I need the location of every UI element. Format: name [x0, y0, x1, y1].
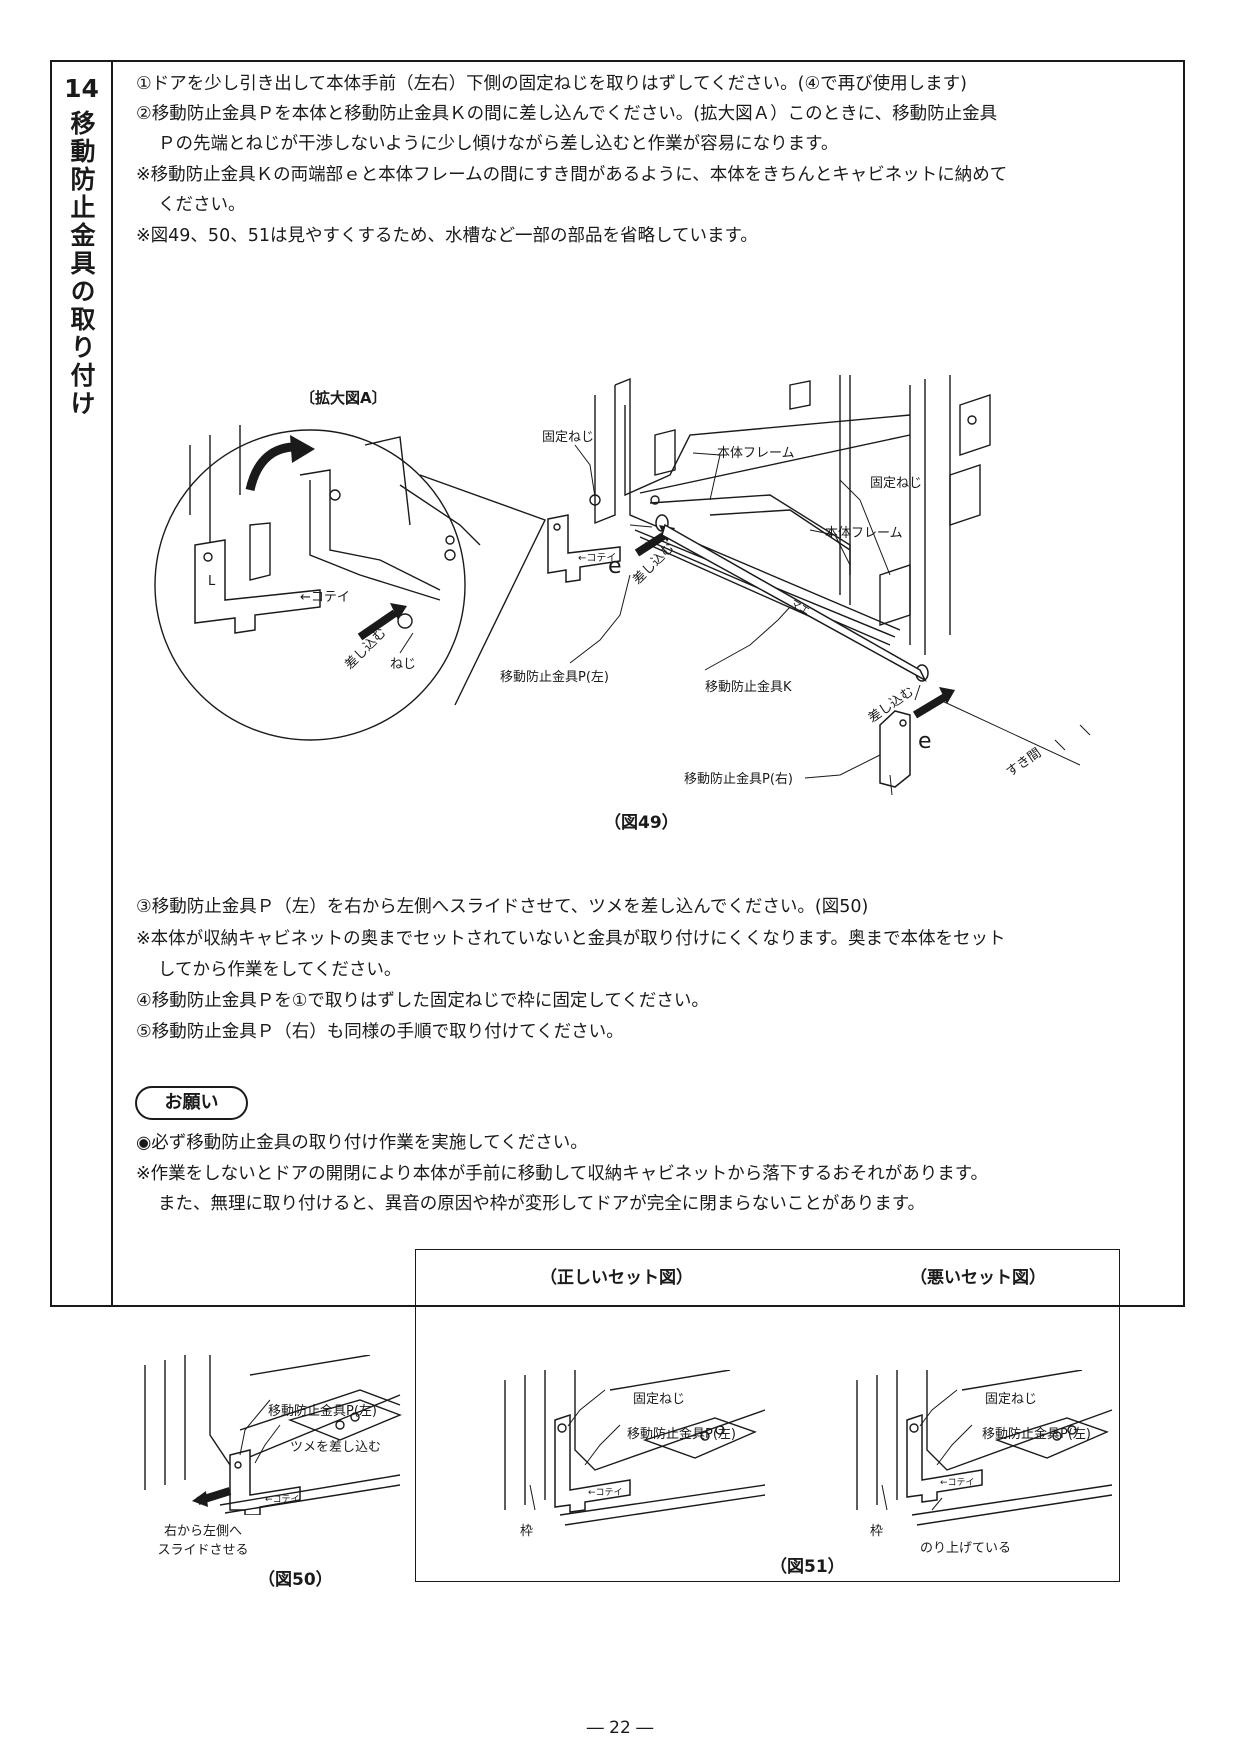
fig49-frame-label-1: 本体フレーム — [717, 446, 795, 461]
zoom-screw-label: ねじ — [390, 657, 416, 672]
fig51-good-part: 移動防止金具P(左) — [627, 1427, 736, 1442]
fig50-slide-label: 右から左側へ スライドさせる — [148, 1520, 258, 1558]
fig51-good-frame: 枠 — [520, 1524, 534, 1539]
zoom-kotei-label: ←コテイ — [300, 590, 350, 605]
intro-line-6: ※図49、50、51は見やすくするため、水槽など一部の部品を省略しています。 — [136, 226, 758, 246]
fig49-screw-label-1: 固定ねじ — [542, 430, 594, 445]
fig49-part-k: 移動防止金具K — [705, 679, 792, 695]
fig49-frame-label-2: 本体フレーム — [825, 526, 903, 541]
step-line-1: ③移動防止金具Ｐ（左）を右から左側へスライドさせて、ツメを差し込んでください。(… — [136, 897, 869, 917]
fig51-good-kotei: ←コテイ — [588, 1487, 623, 1498]
figure-51-good: ←コテイ — [504, 1370, 766, 1526]
section-frame: 14 移動防止金具の取り付け — [50, 60, 1185, 1307]
fig51-good-title: （正しいセット図） — [540, 1268, 693, 1288]
fig51-good-screw: 固定ねじ — [633, 1392, 686, 1407]
zoom-title: 〔拡大図A〕 — [300, 389, 387, 407]
fig51-bad-screw: 固定ねじ — [985, 1392, 1038, 1407]
zoom-l-label: L — [208, 574, 216, 589]
intro-line-1: ①ドアを少し引き出して本体手前（左右）下側の固定ねじを取りはずしてください。(④… — [136, 74, 967, 94]
fig50-slide-line-2: スライドさせる — [157, 1543, 249, 1558]
intro-line-5: ください。 — [158, 195, 246, 215]
fig51-bad-kotei: ←コテイ — [940, 1477, 975, 1488]
fig50-part-label: 移動防止金具P(左) — [268, 1404, 377, 1419]
fig51-bad-part: 移動防止金具P(左) — [982, 1427, 1091, 1442]
request-line-3: また、無理に取り付けると、異音の原因や枠が変形してドアが完全に閉まらないことがあ… — [158, 1194, 926, 1214]
gap-label: すき間 — [1004, 746, 1045, 781]
request-badge: お願い — [135, 1086, 248, 1120]
p-left-kotei: ←コテイ — [578, 553, 616, 564]
fig50-kotei: ←コテイ — [265, 1494, 300, 1505]
fig51-bad-title: （悪いセット図） — [910, 1268, 1046, 1288]
section-title-wrap: 移動防止金具の取り付け — [52, 110, 111, 418]
bracket-p-right — [879, 710, 911, 796]
section-sidebar: 14 移動防止金具の取り付け — [52, 62, 113, 1305]
figure-51-bad: ←コテイ — [856, 1370, 1113, 1526]
fig49-caption: （図49） — [604, 813, 679, 833]
intro-line-2: ②移動防止金具Ｐを本体と移動防止金具Ｋの間に差し込んでください。(拡大図Ａ）この… — [136, 104, 998, 124]
fig51-bad-frame: 枠 — [870, 1524, 884, 1539]
section-number: 14 — [64, 74, 99, 103]
step-line-2: ※本体が収納キャビネットの奥までセットされていないと金具が取り付けにくくなります… — [136, 929, 1006, 949]
e-label-right: e — [918, 729, 932, 754]
figure-51-box — [415, 1249, 1120, 1582]
fig49-part-p-right: 移動防止金具P(右) — [684, 771, 793, 787]
step-line-5: ⑤移動防止金具Ｐ（右）も同様の手順で取り付けてください。 — [136, 1022, 624, 1042]
fig51-caption: （図51） — [770, 1557, 845, 1577]
cabinet-frame-drawing — [589, 375, 991, 682]
fig51-riding-label: のり上げている — [920, 1541, 1012, 1556]
zoom-detail: ←コテイ L 差し込む ねじ — [154, 425, 546, 741]
e-label-left: e — [608, 554, 622, 579]
fig49-screw-label-2: 固定ねじ — [870, 476, 922, 491]
bracket-p-left: ←コテイ — [547, 514, 621, 583]
figure-50: ←コテイ — [144, 1355, 402, 1515]
figure-49: ←コテイ L 差し込む ねじ 〔拡大図A〕 ←コテイ 差し込む マエ 差し込む … — [154, 375, 1091, 796]
page-number: ― 22 ― — [586, 1718, 654, 1738]
fig49-part-p-left: 移動防止金具P(左) — [500, 669, 609, 685]
request-line-2: ※作業をしないとドアの開閉により本体が手前に移動して収納キャビネットから落下する… — [136, 1164, 989, 1184]
fig50-caption: （図50） — [258, 1570, 333, 1590]
intro-line-4: ※移動防止金具Ｋの両端部ｅと本体フレームの間にすき間があるように、本体をきちんと… — [136, 165, 1008, 185]
step-line-4: ④移動防止金具Ｐを①で取りはずした固定ねじで枠に固定してください。 — [136, 991, 709, 1011]
fig50-slide-line-1: 右から左側へ — [163, 1524, 242, 1539]
intro-line-3: Ｐの先端とねじが干渉しないように少し傾けながら差し込むと作業が容易になります。 — [158, 134, 839, 154]
section-title: 移動防止金具の取り付け — [67, 110, 96, 418]
step-line-3: してから作業をしてください。 — [158, 960, 402, 980]
request-line-1: ◉必ず移動防止金具の取り付け作業を実施してください。 — [136, 1133, 588, 1153]
fig50-claw-label: ツメを差し込む — [290, 1440, 382, 1455]
